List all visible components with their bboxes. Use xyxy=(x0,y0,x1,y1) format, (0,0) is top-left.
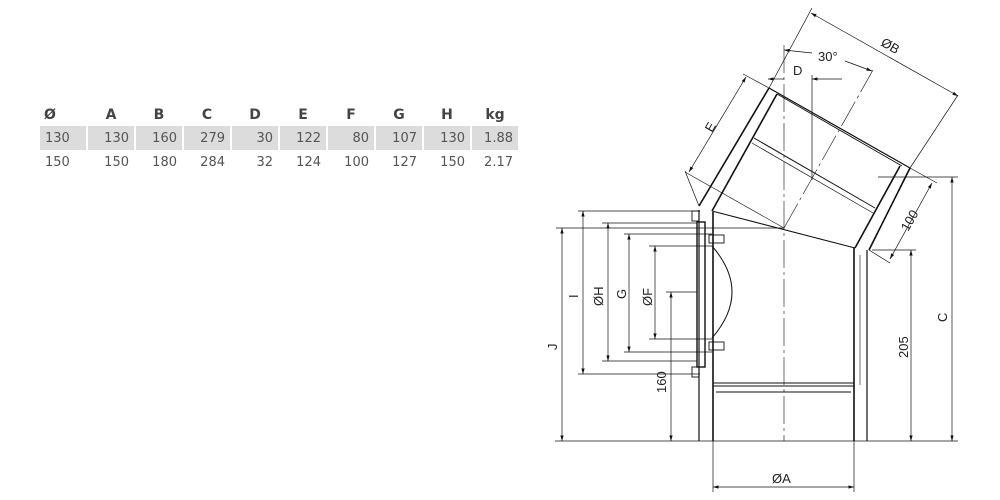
diameter-f-label: ØF xyxy=(640,288,655,306)
cell: 30 xyxy=(232,126,278,150)
header-cell: Ø xyxy=(44,107,56,123)
cell: 284 xyxy=(200,154,225,170)
e-label: E xyxy=(702,119,719,134)
header-cell: kg xyxy=(485,107,505,123)
header-cell: D xyxy=(249,107,261,123)
cell: 1.88 xyxy=(472,126,518,150)
cell: 130 xyxy=(424,126,470,150)
cell: 122 xyxy=(280,126,326,150)
diameter-h-label: ØH xyxy=(591,287,606,307)
cell: 124 xyxy=(296,154,321,170)
dimension-labels: 30° ØB D E 100 C 205 J I ØH G ØF 160 ØA xyxy=(545,35,950,486)
i-label: I xyxy=(566,294,581,298)
cell: 80 xyxy=(328,126,374,150)
header-cell: G xyxy=(393,107,405,123)
header-cell: H xyxy=(441,107,453,123)
g-label: G xyxy=(614,289,629,299)
length-100-label: 100 xyxy=(898,207,922,233)
header-cell: A xyxy=(105,107,117,123)
cell: 150 xyxy=(440,154,465,170)
header-cell: F xyxy=(346,107,356,123)
cell: 150 xyxy=(104,154,129,170)
header-cell: C xyxy=(201,107,213,123)
dimensions-table: Ø A B C D E F G H kg 130 130 160 279 30 … xyxy=(38,104,520,174)
table-row: 150 150 180 284 32 124 100 127 150 2.17 xyxy=(40,150,518,174)
elbow-body xyxy=(684,45,911,441)
dimension-lines xyxy=(555,7,959,492)
cell: 127 xyxy=(392,154,417,170)
angle-label: 30° xyxy=(818,49,838,64)
c-label: C xyxy=(935,313,950,322)
table-row: 130 130 160 279 30 122 80 107 130 1.88 xyxy=(40,126,518,150)
cell: 2.17 xyxy=(484,154,513,170)
cell: 130 xyxy=(88,126,134,150)
length-205-label: 205 xyxy=(896,336,911,358)
cell: 107 xyxy=(376,126,422,150)
header-cell: B xyxy=(153,107,165,123)
cell: 160 xyxy=(136,126,182,150)
header-cell: E xyxy=(298,107,308,123)
diameter-b-label: ØB xyxy=(879,35,903,57)
cell: 32 xyxy=(256,154,273,170)
diameter-a-label: ØA xyxy=(772,471,791,486)
cell: 100 xyxy=(344,154,369,170)
j-label: J xyxy=(545,344,560,351)
cell: 130 xyxy=(40,126,86,150)
cell: 279 xyxy=(184,126,230,150)
cell: 150 xyxy=(45,154,70,170)
d-label: D xyxy=(793,63,802,78)
length-160-label: 160 xyxy=(654,371,669,393)
cell: 180 xyxy=(152,154,177,170)
table-header-row: Ø A B C D E F G H kg xyxy=(40,104,518,126)
